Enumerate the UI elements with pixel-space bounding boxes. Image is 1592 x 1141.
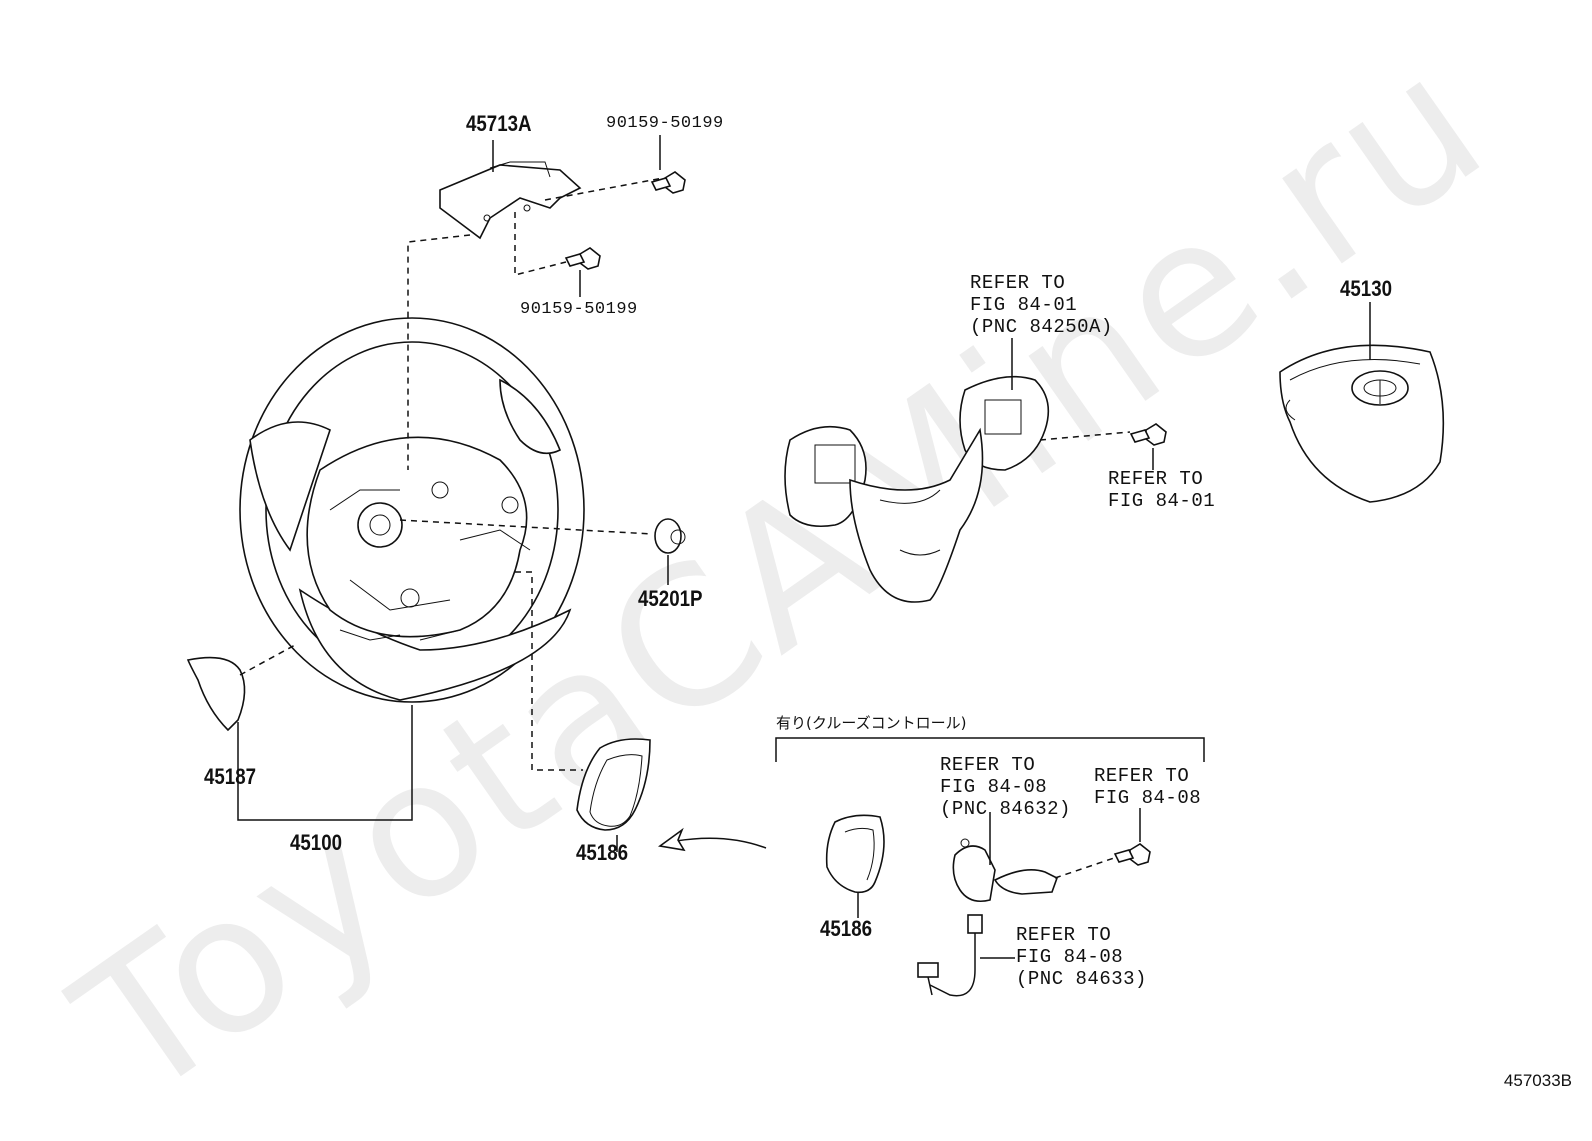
part-45187-label[interactable]: 45187 [204,764,257,789]
cover-piece-icon[interactable] [186,656,246,732]
arrow-icon [657,827,767,852]
ref-switch-screw[interactable]: REFER TO FIG 84-01 [1108,468,1216,512]
part-45713A-label[interactable]: 45713A [466,111,532,136]
ref-cruise-screw[interactable]: REFER TO FIG 84-08 [1094,765,1202,809]
part-45186-right-label[interactable]: 45186 [820,916,873,941]
airbag-pad-icon[interactable] [1279,344,1445,503]
part-90159-mid-label[interactable]: 90159-50199 [520,300,638,319]
screw-icon[interactable] [564,247,601,270]
bracket-icon[interactable] [439,161,582,240]
ref-cruise-wire[interactable]: REFER TO FIG 84-08 (PNC 84633) [1016,924,1147,990]
part-45100-label[interactable]: 45100 [290,830,343,855]
part-45130-label[interactable]: 45130 [1340,276,1393,301]
screw-icon[interactable] [1129,423,1167,446]
cruise-control-note: 有り(クルーズコントロール) [776,714,967,732]
ref-cruise-switch[interactable]: REFER TO FIG 84-08 (PNC 84632) [940,754,1071,820]
bezel-icon[interactable] [576,738,651,831]
part-45186-left-label[interactable]: 45186 [576,840,629,865]
cruise-bezel-icon[interactable] [825,814,885,894]
wire-harness-icon[interactable] [917,914,983,997]
parts-diagram [186,135,1445,997]
cruise-switch-icon[interactable] [952,838,1058,903]
ref-switch-top[interactable]: REFER TO FIG 84-01 (PNC 84250A) [970,272,1113,338]
screw-icon[interactable] [650,171,686,194]
screw-icon[interactable] [1113,843,1151,866]
clip-icon[interactable] [654,518,686,554]
figure-id: 457033B [1503,1071,1572,1090]
switch-assembly-icon[interactable] [784,375,1050,603]
steering-wheel-icon[interactable] [239,317,585,703]
part-90159-top-label[interactable]: 90159-50199 [606,114,724,133]
part-45201P-label[interactable]: 45201P [638,586,703,611]
